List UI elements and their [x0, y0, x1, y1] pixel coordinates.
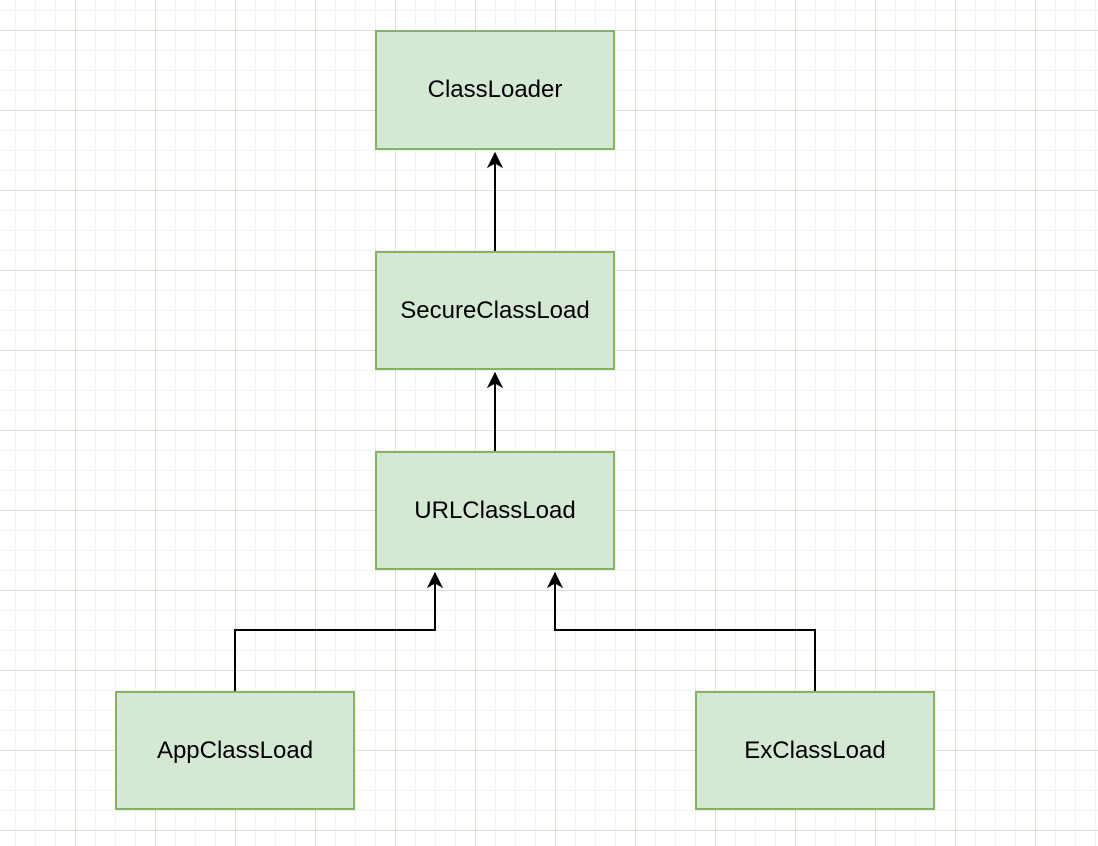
edge-appclassload-to-urlclassload[interactable]: [234, 571, 444, 691]
node-label: AppClassLoad: [156, 736, 314, 764]
node-label: SecureClassLoad: [400, 296, 590, 324]
node-urlclassload[interactable]: URLClassLoad: [375, 451, 615, 570]
edge-exclassload-to-urlclassload[interactable]: [546, 571, 816, 691]
node-appclassload[interactable]: AppClassLoad: [115, 691, 355, 810]
node-classloader[interactable]: ClassLoader: [375, 30, 615, 150]
node-label: URLClassLoad: [414, 496, 576, 524]
node-secureclassload[interactable]: SecureClassLoad: [375, 251, 615, 370]
node-label: ExClassLoad: [744, 736, 886, 764]
node-exclassload[interactable]: ExClassLoad: [695, 691, 935, 810]
node-label: ClassLoader: [427, 76, 563, 103]
